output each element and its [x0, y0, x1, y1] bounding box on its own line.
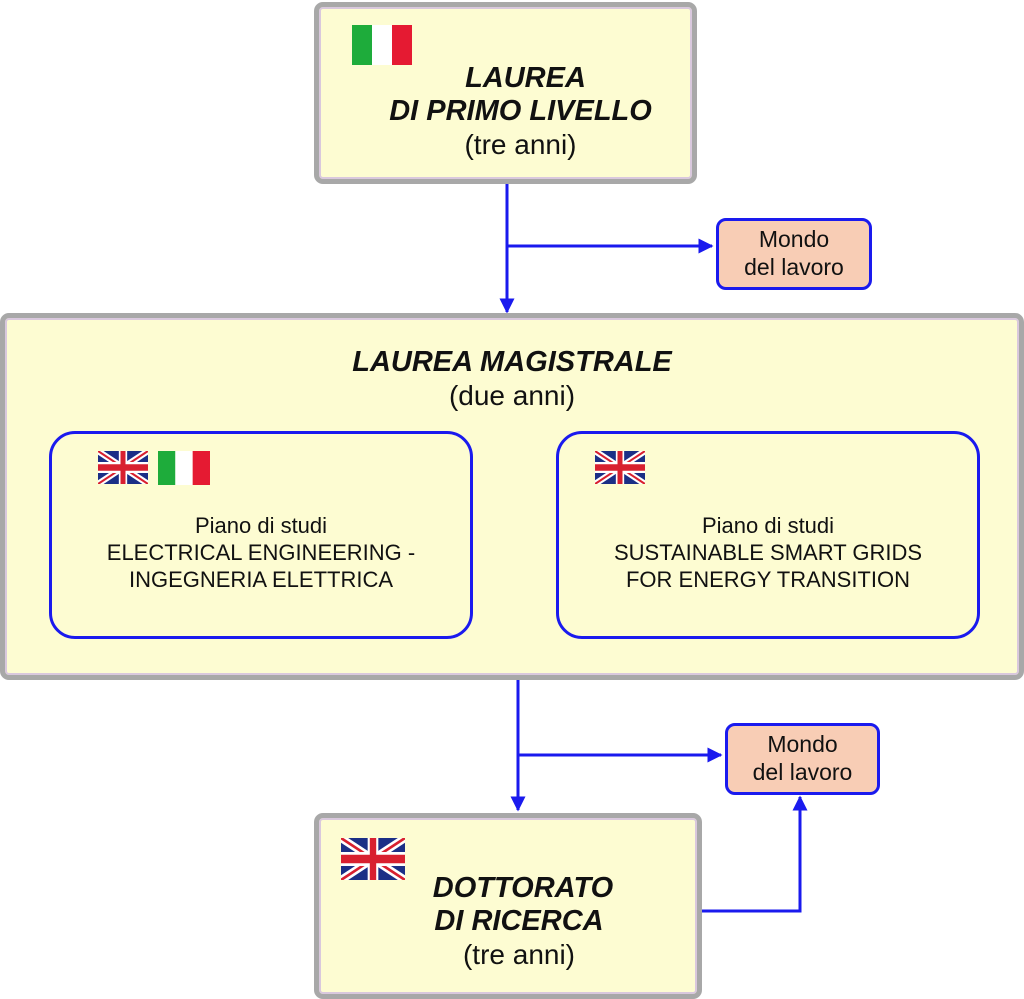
- dottorato-title: DOTTORATO DI RICERCA (tre anni): [319, 872, 697, 972]
- mondo-lavoro-top-line2: del lavoro: [744, 254, 844, 280]
- study-plan-label: Piano di studi: [194, 513, 328, 538]
- dottorato-title-line2: DI RICERCA: [434, 905, 604, 937]
- study-plan-electrical-engineering: Piano di studi ELECTRICAL ENGINEERING - …: [49, 431, 473, 639]
- uk-flag-icon: [98, 451, 148, 484]
- study-plan-sustainable-smart-grids: Piano di studi SUSTAINABLE SMART GRIDS F…: [556, 431, 980, 639]
- laurea-primo-duration: (tre anni): [464, 129, 577, 160]
- mondo-lavoro-bottom-line1: Mondo: [767, 731, 838, 757]
- uk-flag-icon: [595, 451, 645, 484]
- mondo-lavoro-bottom-line2: del lavoro: [752, 759, 853, 785]
- study-plan-name-line1: ELECTRICAL ENGINEERING -: [106, 540, 416, 565]
- study-plan-name-line2: FOR ENERGY TRANSITION: [625, 567, 910, 592]
- uk-flag-icon: [341, 838, 405, 880]
- dottorato-ricerca-box: DOTTORATO DI RICERCA (tre anni): [314, 813, 702, 999]
- laurea-primo-title: LAUREA DI PRIMO LIVELLO (tre anni): [319, 62, 692, 162]
- mondo-lavoro-bottom-box: Mondo del lavoro: [725, 723, 880, 795]
- mondo-lavoro-top-line1: Mondo: [758, 226, 830, 252]
- dottorato-title-line1: DOTTORATO: [432, 872, 614, 904]
- laurea-magistrale-box: LAUREA MAGISTRALE (due anni) Piano di st…: [0, 313, 1024, 680]
- laurea-magistrale-title: LAUREA MAGISTRALE: [352, 346, 672, 378]
- italy-flag-icon: [158, 451, 210, 485]
- study-plan-label: Piano di studi: [701, 513, 835, 538]
- study-plan-name-line1: SUSTAINABLE SMART GRIDS: [613, 540, 923, 565]
- arrow-dottorato-to-mondo-lavoro: [702, 795, 808, 913]
- italy-flag-icon: [352, 25, 412, 65]
- laurea-primo-livello-box: LAUREA DI PRIMO LIVELLO (tre anni): [314, 2, 697, 184]
- mondo-lavoro-top-box: Mondo del lavoro: [716, 218, 872, 290]
- laurea-magistrale-heading: LAUREA MAGISTRALE (due anni): [5, 346, 1019, 413]
- laurea-primo-title-line2: DI PRIMO LIVELLO: [389, 95, 652, 127]
- laurea-magistrale-duration: (due anni): [448, 380, 576, 411]
- laurea-primo-title-line1: LAUREA: [465, 62, 586, 94]
- study-plan-name-line2: INGEGNERIA ELETTRICA: [128, 567, 394, 592]
- dottorato-duration: (tre anni): [462, 939, 576, 970]
